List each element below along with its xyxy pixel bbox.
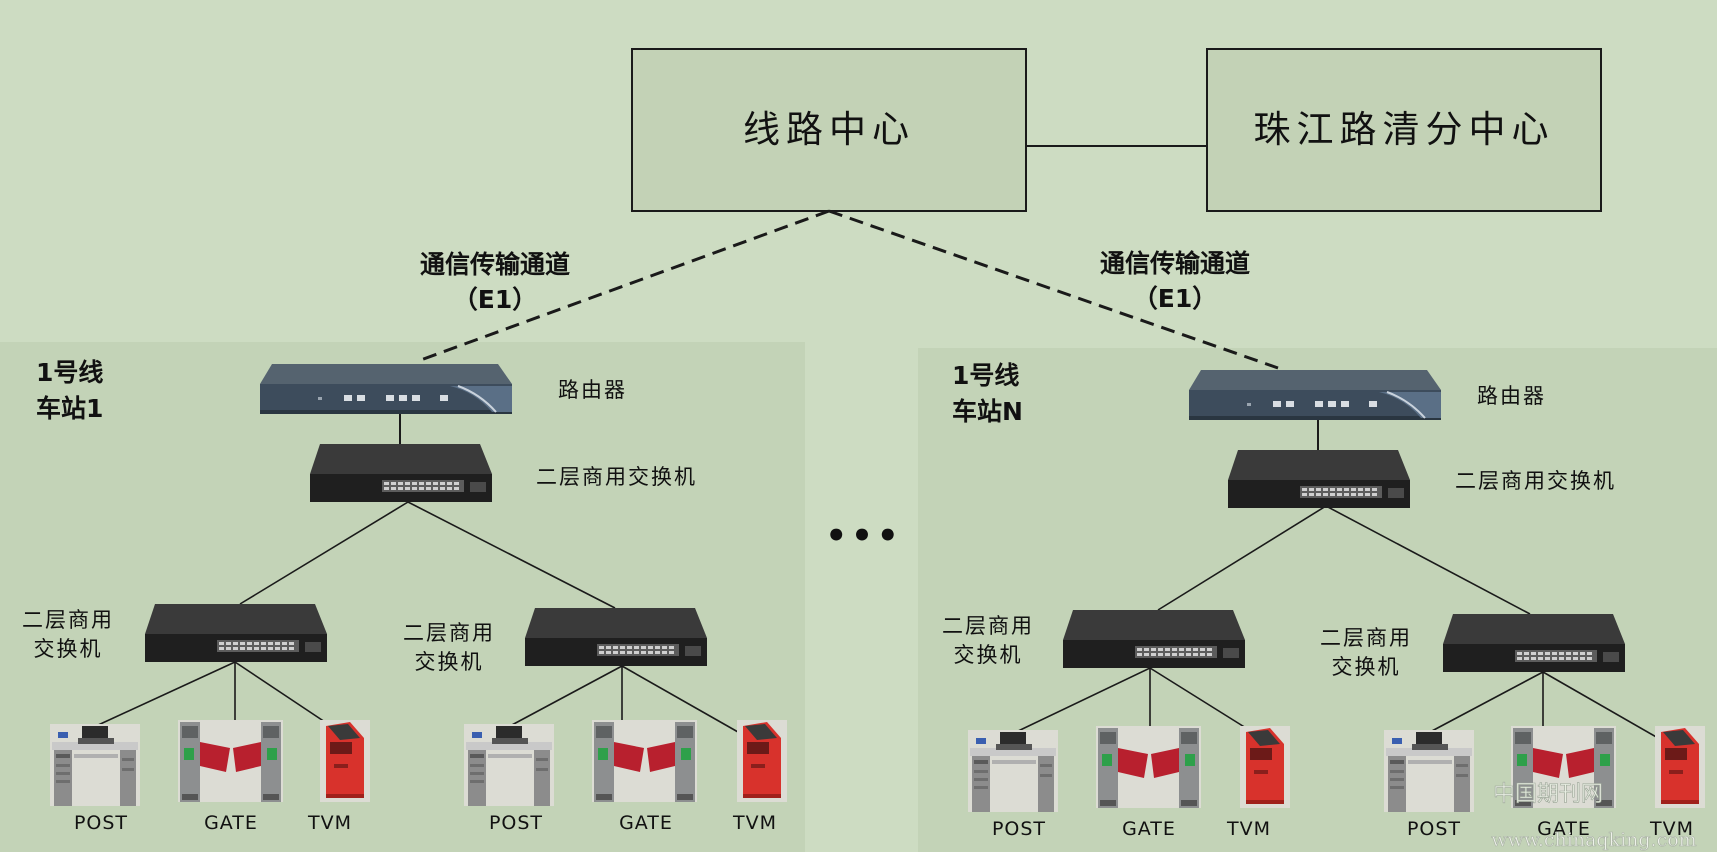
sub-switch-label-line2: 交换机 (954, 643, 1023, 667)
sub-switch-label-line1: 二层商用 (22, 608, 114, 632)
sub-switch-label-line2: 交换机 (415, 650, 484, 674)
tvm-icon (1655, 726, 1705, 808)
core-switch-label: 二层商用交换机 (536, 465, 697, 489)
router-label: 路由器 (1477, 384, 1546, 408)
terminal-label: POST (74, 812, 128, 834)
clearing-center-label: 珠江路清分中心 (1254, 108, 1555, 151)
terminal-label: TVM (732, 812, 777, 834)
channel-sub-1: （E1） (453, 285, 537, 314)
sub-switch-icon (1443, 614, 1625, 672)
terminal-label: POST (992, 818, 1046, 840)
tvm-icon (1240, 726, 1290, 808)
station-line-label: 1号线 (952, 361, 1019, 390)
terminal-label: GATE (1537, 818, 1591, 840)
post-terminal-icon (968, 730, 1058, 812)
post-terminal-icon (1384, 730, 1474, 812)
gate-icon (1096, 726, 1201, 808)
e1-channel-link-n (828, 209, 1279, 370)
sub-switch-icon (1063, 610, 1245, 668)
watermark-url: www.chinaqking.com (1491, 829, 1696, 851)
watermark-title: 中国期刊网 (1493, 782, 1603, 807)
sub-switch-label-line2: 交换机 (34, 637, 103, 661)
station-line-label: 1号线 (36, 358, 103, 387)
station-1: 1号线 车站1 路由器 二层商用交换机 二层商用 交换机 二层商用 交换机 PO… (22, 358, 787, 834)
core-switch-label: 二层商用交换机 (1455, 469, 1616, 493)
sub-switch-label-line1: 二层商用 (942, 614, 1034, 638)
router-icon (1188, 369, 1442, 421)
clearing-center-box: 珠江路清分中心 (1206, 48, 1602, 212)
station-name-label: 车站1 (36, 394, 103, 423)
station-name-label: 车站N (952, 397, 1023, 426)
core-switch-icon (310, 444, 492, 502)
sub-switch-icon (145, 604, 327, 662)
channel-label-n: 通信传输通道 (1100, 249, 1250, 278)
ellipsis: ••• (825, 516, 902, 556)
gate-icon (592, 720, 697, 802)
line-center-box: 线路中心 (631, 48, 1027, 212)
terminal-label: TVM (307, 812, 352, 834)
station-n: 1号线 车站N 路由器 二层商用交换机 二层商用 交换机 二层商用 交换机 PO… (942, 361, 1705, 840)
post-terminal-icon (464, 724, 554, 806)
terminal-label: TVM (1649, 818, 1694, 840)
line-center-label: 线路中心 (743, 108, 915, 151)
terminal-label: GATE (204, 812, 258, 834)
post-terminal-icon (50, 724, 140, 806)
channel-sub-n: （E1） (1133, 284, 1217, 313)
core-switch-icon (1228, 450, 1410, 508)
router-icon (259, 363, 513, 415)
router-label: 路由器 (558, 378, 627, 402)
terminal-label: TVM (1226, 818, 1271, 840)
tvm-icon (320, 720, 370, 802)
tvm-icon (737, 720, 787, 802)
terminal-label: POST (489, 812, 543, 834)
sub-switch-icon (525, 608, 707, 666)
channel-label-1: 通信传输通道 (420, 250, 570, 279)
sub-switch-label-line1: 二层商用 (1320, 626, 1412, 650)
terminal-label: GATE (1122, 818, 1176, 840)
sub-switch-label-line1: 二层商用 (403, 621, 495, 645)
e1-channel-link-1 (417, 209, 830, 363)
terminal-label: GATE (619, 812, 673, 834)
terminal-label: POST (1407, 818, 1461, 840)
gate-icon (178, 720, 283, 802)
sub-switch-label-line2: 交换机 (1332, 655, 1401, 679)
